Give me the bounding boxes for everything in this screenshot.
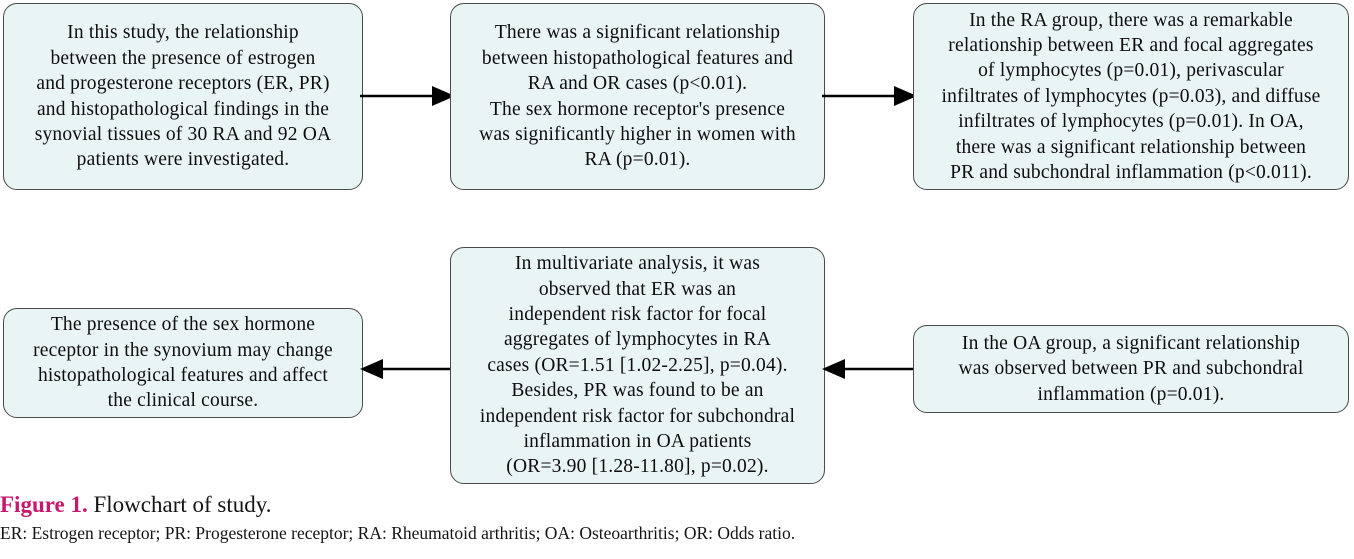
flow-box-conclusion: The presence of the sex hormone receptor…	[3, 308, 363, 418]
flow-box-oa-group: In the OA group, a significant relations…	[913, 325, 1349, 413]
flow-box-ra-group: In the RA group, there was a remarkable …	[913, 3, 1349, 190]
figure-caption: Figure 1. Flowchart of study.	[0, 492, 1354, 518]
figure-caption-text: Flowchart of study.	[87, 492, 272, 517]
figure-caption-label: Figure 1.	[0, 492, 88, 517]
arrow-multivariate-to-conclusion	[360, 359, 455, 379]
arrow-study-to-significance	[360, 86, 455, 106]
flow-box-multivariate: In multivariate analysis, it was observe…	[450, 247, 825, 484]
flow-box-significance: There was a significant relationship bet…	[450, 3, 825, 190]
figure-footnote: ER: Estrogen receptor; PR: Progesterone …	[0, 523, 796, 544]
caption-block: Figure 1. Flowchart of study. ER: Estrog…	[0, 492, 1354, 544]
arrow-significance-to-ra-group	[822, 86, 917, 106]
flow-box-study: In this study, the relationship between …	[3, 3, 363, 190]
arrow-oa-group-to-multivariate	[822, 359, 917, 379]
